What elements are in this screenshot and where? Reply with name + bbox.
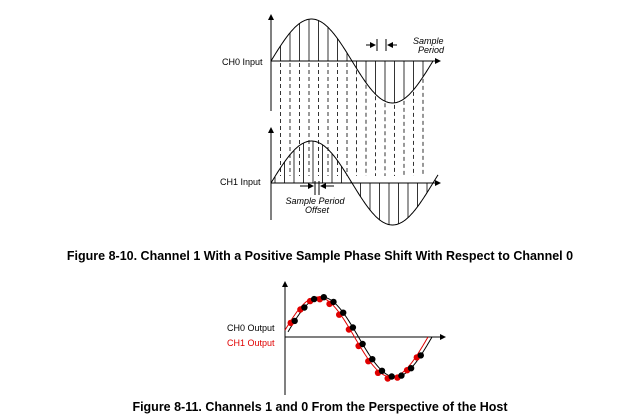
ch0-output-dot [310, 295, 318, 303]
ch0-output-dot [417, 352, 424, 359]
ch1-sample-lines [274, 141, 428, 225]
ch0-output-dot [378, 367, 386, 374]
ch1-output-samples [287, 296, 420, 382]
ch1-input-plot [268, 127, 441, 226]
ch0-output-dot [291, 317, 298, 325]
ch0-output-dot [330, 298, 337, 306]
ch0-input-label: CH0 Input [222, 57, 263, 67]
offset-label-2: Offset [305, 205, 330, 215]
offset-label-1: Sample Period [285, 196, 345, 206]
ch0-sample-lines [280, 19, 424, 103]
ch1-sine-wave [270, 140, 439, 226]
ch1-output-label: CH1 Output [227, 338, 275, 348]
ch0-input-plot [268, 14, 441, 111]
ch0-output-dot [349, 324, 357, 331]
ch0-output-dot [398, 372, 405, 379]
ch0-output-dot [320, 294, 327, 301]
ch0-output-dot [388, 373, 395, 380]
ch0-output-dot [359, 340, 366, 348]
ch0-output-label: CH0 Output [227, 323, 275, 333]
host-output-plot [282, 281, 446, 395]
ch0-output-dot [301, 304, 308, 311]
sample-instant-guides [280, 63, 424, 176]
ch0-output-samples [291, 294, 424, 380]
sample-period-offset-marker [300, 181, 334, 195]
sample-period-label-2: Period [418, 45, 445, 55]
figure-8-11-caption: Figure 8-11. Channels 1 and 0 From the P… [132, 400, 508, 414]
ch0-output-dot [369, 356, 376, 363]
ch0-output-dot [340, 309, 347, 316]
sample-period-marker [366, 39, 397, 51]
figure-8-10-caption: Figure 8-10. Channel 1 With a Positive S… [66, 249, 574, 263]
ch0-sine-wave [270, 18, 434, 104]
ch0-output-dot [407, 365, 415, 372]
ch1-input-label: CH1 Input [220, 177, 261, 187]
sample-period-label-1: Sample [413, 36, 444, 46]
